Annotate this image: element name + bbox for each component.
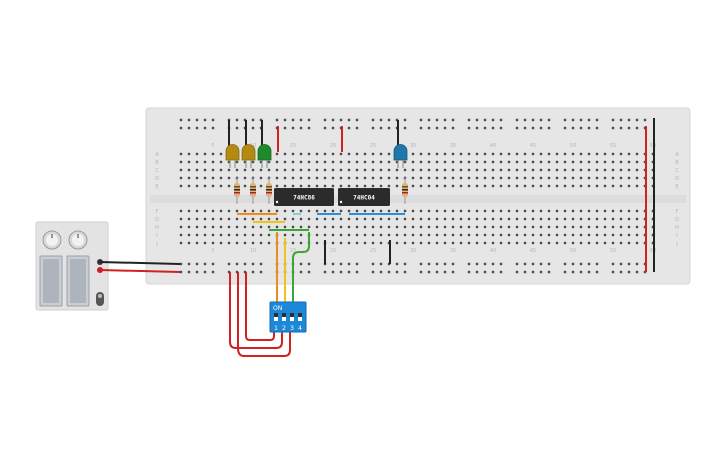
row-letter-label: C bbox=[155, 168, 159, 174]
row-letter-label: B bbox=[675, 160, 679, 166]
dip-toggle-knob bbox=[290, 313, 294, 317]
dip-switch-number: 1 bbox=[274, 325, 278, 332]
column-number-label: 45 bbox=[530, 248, 536, 254]
column-number-label: 30 bbox=[410, 248, 416, 254]
column-number-label: 5 bbox=[211, 143, 214, 149]
row-letter-label: F bbox=[156, 209, 159, 215]
row-letter-label: G bbox=[675, 217, 679, 223]
resistors bbox=[234, 176, 408, 204]
wire-power-black bbox=[99, 261, 181, 265]
column-number-label: 40 bbox=[490, 248, 496, 254]
led-blue bbox=[393, 144, 408, 168]
led-green bbox=[257, 144, 272, 168]
column-number-label: 15 bbox=[290, 143, 296, 149]
row-letter-label: D bbox=[155, 176, 159, 182]
power-supply bbox=[35, 221, 109, 311]
row-letter-label: C bbox=[675, 168, 679, 174]
wire-power-red bbox=[99, 269, 181, 273]
dip-wires bbox=[229, 232, 310, 357]
dip-toggle-knob bbox=[274, 313, 278, 317]
dip-switch-number: 3 bbox=[290, 325, 294, 332]
power-switch[interactable] bbox=[96, 292, 104, 306]
resistor-3 bbox=[266, 176, 272, 204]
column-number-label: 10 bbox=[250, 248, 256, 254]
column-number-label: 35 bbox=[450, 248, 456, 254]
led-yellow-2 bbox=[241, 144, 256, 168]
chip1-pin1-dot bbox=[275, 200, 279, 204]
dip-toggle-knob bbox=[282, 313, 286, 317]
column-number-label: 15 bbox=[290, 248, 296, 254]
resistor-2 bbox=[250, 176, 256, 204]
row-letter-label: F bbox=[676, 209, 679, 215]
column-number-label: 25 bbox=[370, 143, 376, 149]
column-number-label: 25 bbox=[370, 248, 376, 254]
breadboard-wires bbox=[228, 118, 655, 272]
breadboard-center-channel bbox=[150, 195, 686, 203]
chip-74hc04: 74HC04 bbox=[338, 188, 390, 206]
row-letter-label: E bbox=[675, 184, 678, 190]
dip-on-label: ON bbox=[273, 305, 282, 312]
row-letter-label: D bbox=[675, 176, 679, 182]
row-letter-label: J bbox=[675, 241, 677, 247]
chip-74hc86: 74HC86 bbox=[274, 188, 334, 206]
row-letter-label: H bbox=[155, 225, 159, 231]
column-number-label: 45 bbox=[530, 143, 536, 149]
column-number-label: 35 bbox=[450, 143, 456, 149]
row-letter-label: I bbox=[156, 233, 157, 239]
row-letter-label: J bbox=[155, 241, 157, 247]
chip1-label: 74HC86 bbox=[293, 195, 315, 202]
row-letter-label: I bbox=[676, 233, 677, 239]
column-number-label: 55 bbox=[610, 248, 616, 254]
column-number-label: 20 bbox=[330, 143, 336, 149]
row-letter-label: H bbox=[675, 225, 679, 231]
column-number-label: 20 bbox=[330, 248, 336, 254]
row-letter-label: B bbox=[155, 160, 159, 166]
row-letter-label: A bbox=[675, 152, 679, 158]
leds bbox=[225, 144, 408, 168]
row-letter-label: E bbox=[155, 184, 158, 190]
dip-switch-number: 2 bbox=[282, 325, 286, 332]
chip2-pin1-dot bbox=[339, 200, 343, 204]
column-number-label: 50 bbox=[570, 143, 576, 149]
breadboard: 5510101515202025253030353540404545505055… bbox=[145, 107, 691, 285]
resistor-4 bbox=[402, 176, 408, 204]
column-number-label: 50 bbox=[570, 248, 576, 254]
resistor-1 bbox=[234, 176, 240, 204]
row-letter-label: A bbox=[155, 152, 159, 158]
column-number-label: 55 bbox=[610, 143, 616, 149]
column-number-label: 40 bbox=[490, 143, 496, 149]
column-number-label: 30 bbox=[410, 143, 416, 149]
dip-switch-number: 4 bbox=[298, 325, 302, 332]
chip2-label: 74HC04 bbox=[353, 195, 375, 202]
column-number-label: 5 bbox=[211, 248, 214, 254]
dip-toggle-knob bbox=[298, 313, 302, 317]
led-yellow-1 bbox=[225, 144, 240, 168]
row-letter-label: G bbox=[155, 217, 159, 223]
